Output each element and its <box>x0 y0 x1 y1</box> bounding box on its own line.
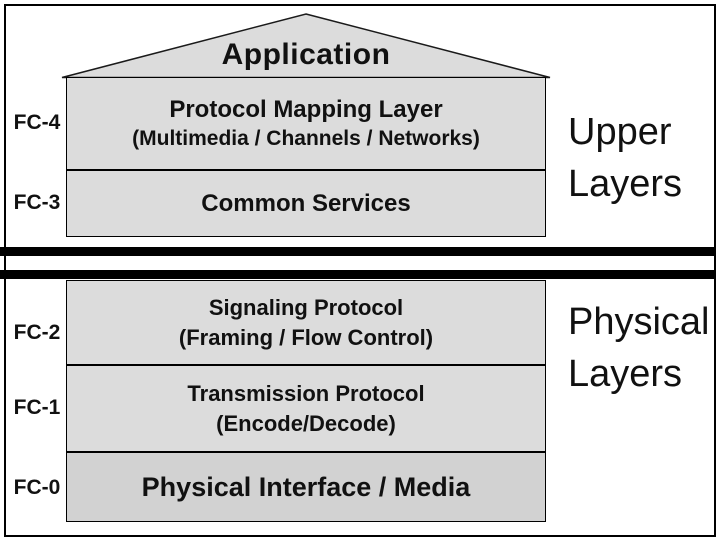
layer-box-fc4: Protocol Mapping Layer (Multimedia / Cha… <box>66 77 546 170</box>
layer-title: Signaling Protocol <box>208 294 404 320</box>
layer-code-fc0: FC-0 <box>13 476 61 499</box>
layer-box-fc1: Transmission Protocol (Encode/Decode) <box>66 365 546 452</box>
layer-title: Common Services <box>201 189 411 217</box>
layer-box-fc0: Physical Interface / Media <box>66 452 546 522</box>
layer-box-fc2: Signaling Protocol (Framing / Flow Contr… <box>66 280 546 365</box>
layer-title: Physical Interface / Media <box>141 472 471 502</box>
divider-bar-bottom <box>0 270 716 279</box>
layer-code-fc2: FC-2 <box>13 321 61 344</box>
layer-subtitle: (Multimedia / Channels / Networks) <box>132 126 480 150</box>
layer-code-fc1: FC-1 <box>13 396 61 419</box>
upper-layers-label: Upper Layers <box>568 111 683 205</box>
layer-code-fc4: FC-4 <box>13 111 61 134</box>
application-label: Application <box>221 38 391 71</box>
divider-bar-top <box>0 247 716 256</box>
layer-title: Protocol Mapping Layer <box>169 95 443 123</box>
layer-box-fc3: Common Services <box>66 170 546 237</box>
layer-subtitle: (Encode/Decode) <box>216 410 396 436</box>
layer-title: Transmission Protocol <box>187 380 425 406</box>
physical-layers-label: Physical Layers <box>568 301 710 395</box>
layer-subtitle: (Framing / Flow Control) <box>178 324 434 350</box>
layer-code-fc3: FC-3 <box>13 191 61 214</box>
